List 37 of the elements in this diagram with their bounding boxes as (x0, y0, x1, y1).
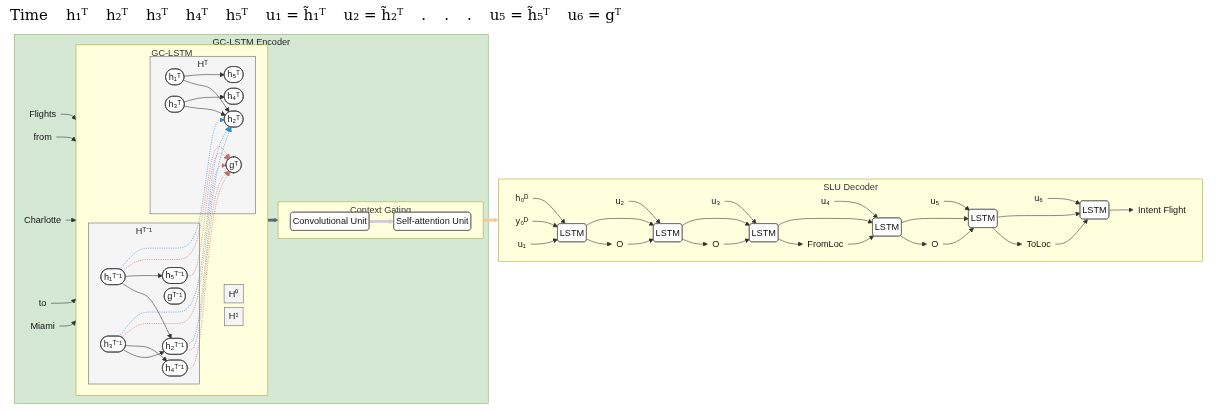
annotation-text: h₅ᵀ (225, 6, 248, 24)
annotation-text: u₂ = h̃₂ᵀ (343, 6, 404, 24)
node-text: u₁ (517, 238, 526, 249)
arrow (482, 217, 499, 223)
node-text: O (616, 238, 624, 249)
node-text: O (931, 238, 939, 249)
node-text: Charlotte (24, 215, 62, 225)
annotation-text: h₂ᵀ (105, 6, 128, 24)
arrow (369, 218, 395, 224)
annotation-text: u₅ = h̃₅ᵀ (489, 6, 550, 24)
node-text: y₀ᴰ (515, 216, 529, 226)
annotation-text: h₁ᵀ (65, 6, 88, 24)
annotation-text: h₄ᵀ (185, 6, 208, 24)
node-text: h₀ᴰ (515, 193, 529, 204)
node-text: Miami (30, 320, 55, 331)
annotation-text: . (421, 6, 427, 24)
annotation-text: Time (10, 6, 48, 24)
arrow (267, 217, 279, 223)
node-text: ToLoc (1026, 238, 1051, 249)
annotation-text: u₁ = h̃₁ᵀ (265, 6, 326, 24)
node-text: from (33, 131, 52, 142)
node-text: FromLoc (807, 238, 844, 249)
node-text: u₄ (820, 196, 830, 206)
annotation-text: . (444, 6, 449, 24)
node-box: H⁰ (223, 284, 244, 304)
node-box: H¹ (224, 307, 244, 327)
node-text: O (712, 238, 720, 249)
annotation-text: u₆ = gᵀ (567, 6, 622, 24)
annotation-text: . (466, 6, 472, 24)
node-text: to (38, 298, 47, 308)
annotation-text: h₃ᵀ (145, 6, 168, 24)
node-text: u₂ (615, 196, 625, 206)
node-text: Flights (29, 109, 57, 119)
node-text: u₆ (1034, 193, 1044, 204)
node-text: u₅ (930, 196, 940, 206)
node-text: Intent Flight (1138, 204, 1186, 215)
node-text: u₃ (711, 196, 721, 206)
